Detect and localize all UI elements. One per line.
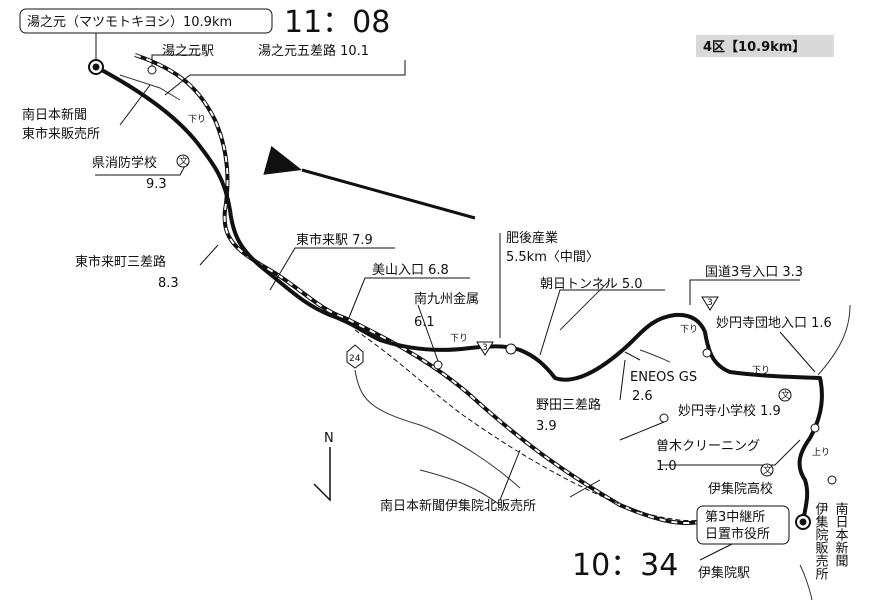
label-kokudo3: 国道3号入口 3.3 (705, 265, 803, 280)
school-icon: 文 (760, 463, 774, 477)
school-icon: 文 (778, 388, 792, 402)
dashed-road (354, 329, 701, 522)
label-ijuin-high: 伊集院高校 (708, 481, 773, 497)
label-ijuin-kita: 南日本新聞伊集院北販売所 (380, 498, 536, 514)
minor-roads (119, 74, 851, 600)
relay-label-2: 日置市役所 (705, 526, 770, 542)
label-minami-kyushu: 南九州金属 (414, 291, 479, 307)
label-minami-kyushu-km: 6.1 (414, 315, 435, 330)
label-myoenji-danchi: 妙円寺団地入口 1.6 (716, 316, 832, 331)
label-miyama: 美山入口 6.8 (372, 263, 449, 278)
label-nanniti-higashi-1: 南日本新聞 (22, 107, 87, 123)
svg-text:文: 文 (179, 155, 188, 167)
label-eneos-km: 2.6 (632, 389, 653, 404)
route-3-shield-a: 3 (476, 341, 494, 356)
label-nanniti-vertical: 南日本新聞 (833, 501, 849, 568)
kudari-label-2: 下り (450, 333, 468, 344)
kudari-label-3: 下り (680, 324, 698, 335)
label-asahi-tunnel: 朝日トンネル 5.0 (540, 277, 643, 292)
section-box (696, 35, 834, 57)
route-3-shield-b: 3 (701, 296, 719, 311)
course-route (95, 65, 824, 523)
railway-line (134, 53, 701, 526)
start-label: 湯之元（マツモトキヨシ）10.9km (27, 15, 232, 30)
label-higashi-station: 東市来駅 7.9 (296, 232, 373, 248)
label-eneos: ENEOS GS (630, 370, 697, 385)
label-higo-sangyo: 肥後産業 (506, 230, 558, 246)
kudari-label-1: 下り (188, 114, 206, 125)
label-nanniti-higashi-2: 東市来販売所 (22, 126, 100, 142)
svg-text:文: 文 (781, 389, 790, 401)
start-time: 11：08 (284, 5, 390, 40)
label-higashi-sansaro-km: 8.3 (158, 276, 179, 291)
label-soki-km: 1.0 (656, 459, 677, 474)
finish-point-dot (799, 518, 807, 526)
nobori-label: 上り (812, 447, 830, 458)
label-fire-school: 県消防学校 (92, 155, 157, 171)
label-fire-school-km: 9.3 (146, 177, 167, 192)
relay-label-1: 第3中継所 (705, 510, 765, 525)
leader-lines (95, 33, 816, 561)
svg-text:3: 3 (482, 343, 488, 353)
label-noda-km: 3.9 (536, 419, 557, 434)
label-yunomoto-gosaro: 湯之元五差路 10.1 (258, 43, 369, 59)
start-label-box (19, 8, 273, 34)
label-myoenji-school: 妙円寺小学校 1.9 (678, 403, 781, 419)
label-noda-sansaro: 野田三差路 (536, 397, 601, 413)
start-point-dot (92, 63, 100, 71)
kudari-label-4: 下り (752, 365, 770, 376)
checkpoint-markers (147, 65, 837, 485)
label-higashi-sansaro: 東市来町三差路 (75, 254, 166, 270)
label-higo-mid: 5.5km〈中間〉 (506, 250, 599, 265)
school-icon: 文 (176, 154, 190, 168)
relay-box (696, 505, 790, 545)
direction-arrow-icon (263, 145, 476, 220)
label-soki-cleaning: 曽木クリーニング (656, 439, 760, 454)
section-label: 4区【10.9km】 (703, 39, 805, 55)
route-24-shield: 24 (346, 344, 364, 369)
north-arrow-icon: N (313, 431, 334, 502)
svg-text:24: 24 (349, 354, 361, 364)
label-yunomoto-station: 湯之元駅 (162, 44, 214, 59)
svg-text:文: 文 (763, 464, 772, 476)
svg-text:3: 3 (707, 298, 713, 308)
finish-time: 10：34 (572, 548, 678, 583)
north-label: N (324, 431, 334, 446)
label-ijuin-shop-vertical: 伊集院販売所 (813, 502, 829, 580)
label-ijuin-station: 伊集院駅 (698, 565, 750, 581)
